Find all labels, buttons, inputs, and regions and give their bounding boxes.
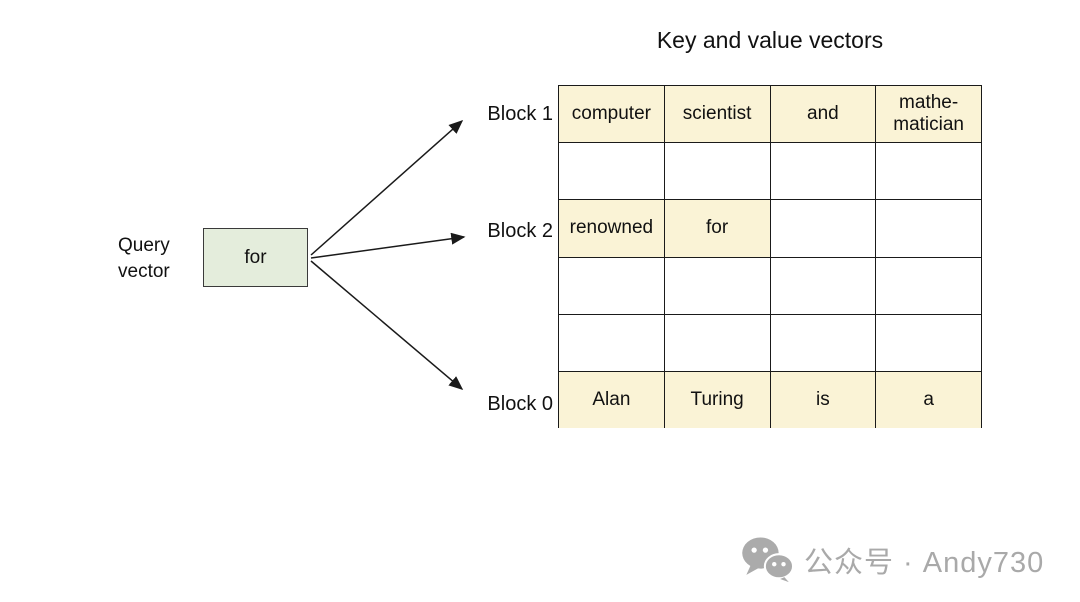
query-label-line2: vector [118,261,170,282]
table-cell-r5c0: Alan [559,370,665,428]
block-1-label: Block 1 [487,103,553,125]
query-vector-box: for [203,228,308,287]
query-box-text: for [244,246,267,268]
table-cell-r3c1 [664,256,771,314]
table-cell-r2c3 [876,199,982,257]
table-cell-r5c3: a [876,370,982,428]
query-label-line1: Query [118,235,170,256]
diagram-title: Key and value vectors [656,27,884,53]
table-cell-r4c1 [664,313,771,371]
wechat-icon [742,537,794,583]
table-cell-r0c2: and [770,85,877,143]
query-vector-label: Query vector [118,233,170,285]
table-cell-r0c3: mathe- matician [876,85,982,143]
table-cell-r5c2: is [770,370,877,428]
table-cell-r1c3 [876,142,982,200]
table-cell-r1c0 [559,142,665,200]
table-cell-r3c3 [876,256,982,314]
table-cell-r0c0: computer [559,85,665,143]
table-cell-r4c0 [559,313,665,371]
watermark-footer: 公众号 · Andy730 [741,536,1044,583]
table-cell-r3c2 [770,256,877,314]
watermark-text: 公众号 · Andy730 [804,546,1045,579]
table-cell-r1c1 [664,142,771,200]
table-cell-r4c2 [770,313,877,371]
table-cell-r2c2 [770,199,877,257]
table-cell-r4c3 [876,313,982,371]
table-cell-r2c0: renowned [559,199,665,257]
table-cell-r3c0 [559,256,665,314]
block-2-label: Block 2 [487,220,553,242]
table-cell-r0c1: scientist [664,85,771,143]
table-cell-r5c1: Turing [664,370,771,428]
table-cell-r1c2 [770,142,877,200]
block-0-label: Block 0 [487,393,553,415]
arrow-to-block0 [310,260,464,390]
table-cell-r2c1: for [664,199,771,257]
